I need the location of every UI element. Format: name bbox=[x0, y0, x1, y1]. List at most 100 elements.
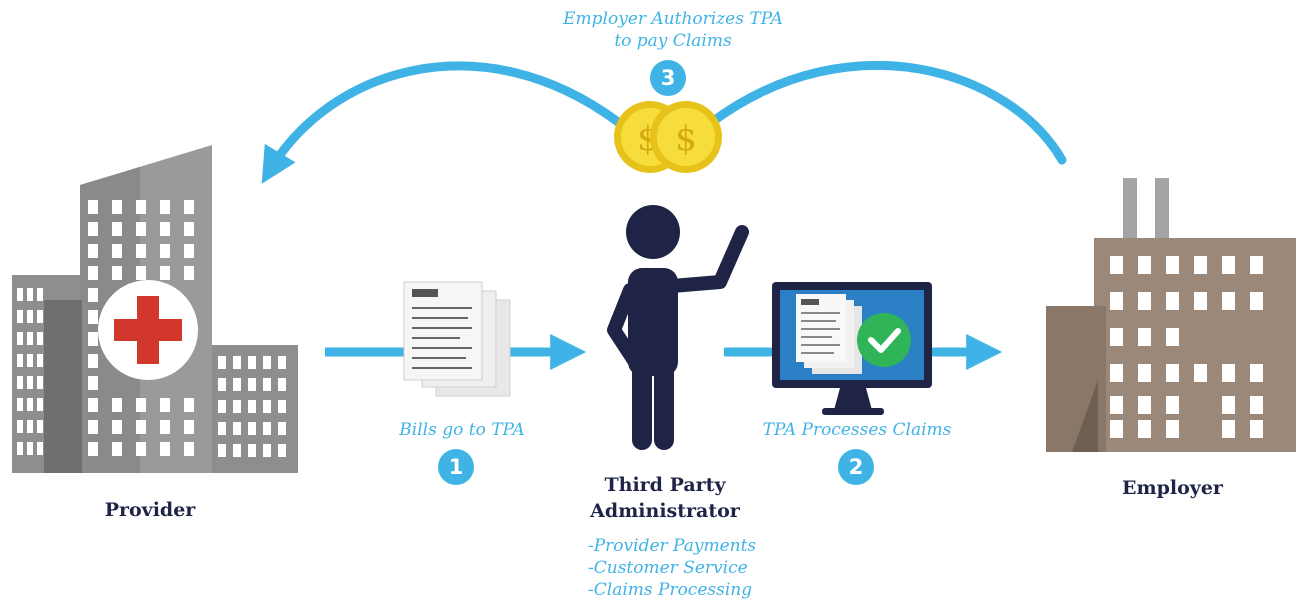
window bbox=[218, 356, 226, 369]
window bbox=[233, 422, 241, 435]
window bbox=[184, 244, 194, 258]
window bbox=[88, 332, 98, 346]
monitor-check-icon bbox=[772, 282, 932, 415]
window bbox=[263, 444, 271, 457]
window bbox=[1138, 256, 1151, 274]
window bbox=[1110, 396, 1123, 414]
window bbox=[184, 266, 194, 280]
window bbox=[278, 422, 286, 435]
window bbox=[1250, 420, 1263, 438]
window bbox=[184, 222, 194, 236]
window bbox=[88, 200, 98, 214]
window bbox=[1166, 256, 1179, 274]
window bbox=[37, 332, 43, 345]
window bbox=[136, 420, 146, 434]
window bbox=[160, 398, 170, 412]
step-2-label: TPA Processes Claims bbox=[762, 420, 952, 440]
window bbox=[184, 398, 194, 412]
window bbox=[27, 332, 33, 345]
window bbox=[37, 442, 43, 455]
window bbox=[1166, 328, 1179, 346]
window bbox=[17, 398, 23, 411]
window bbox=[184, 420, 194, 434]
window bbox=[1138, 292, 1151, 310]
window bbox=[160, 244, 170, 258]
tpa-service-item: -Claims Processing bbox=[588, 580, 753, 600]
window bbox=[17, 376, 23, 389]
window bbox=[112, 420, 122, 434]
window bbox=[1110, 328, 1123, 346]
window bbox=[1222, 364, 1235, 382]
step-3-badge: 3 bbox=[650, 60, 686, 96]
window bbox=[248, 356, 256, 369]
window bbox=[218, 422, 226, 435]
step-1-badge: 1 bbox=[438, 449, 474, 485]
window bbox=[263, 400, 271, 413]
step-3-label: Employer Authorizes TPA to pay Claims bbox=[548, 8, 798, 52]
window bbox=[27, 288, 33, 301]
window bbox=[17, 354, 23, 367]
window bbox=[88, 310, 98, 324]
window bbox=[1194, 256, 1207, 274]
employer-title: Employer bbox=[1122, 477, 1223, 499]
window bbox=[1166, 292, 1179, 310]
step-1-label: Bills go to TPA bbox=[399, 420, 525, 440]
window bbox=[1138, 396, 1151, 414]
window bbox=[263, 378, 271, 391]
window bbox=[248, 378, 256, 391]
window bbox=[88, 376, 98, 390]
window bbox=[278, 400, 286, 413]
window bbox=[1138, 420, 1151, 438]
window bbox=[1250, 292, 1263, 310]
window bbox=[278, 356, 286, 369]
window bbox=[136, 266, 146, 280]
window bbox=[160, 200, 170, 214]
window bbox=[112, 398, 122, 412]
window bbox=[136, 200, 146, 214]
window bbox=[88, 244, 98, 258]
window bbox=[248, 422, 256, 435]
window bbox=[112, 222, 122, 236]
window bbox=[17, 420, 23, 433]
window bbox=[37, 354, 43, 367]
step-3-label-line-1: Employer Authorizes TPA bbox=[563, 9, 783, 29]
window bbox=[136, 244, 146, 258]
provider-title: Provider bbox=[104, 499, 196, 521]
window bbox=[1250, 396, 1263, 414]
window bbox=[136, 442, 146, 456]
window bbox=[233, 378, 241, 391]
hospital-building-icon bbox=[12, 145, 298, 473]
window bbox=[1138, 328, 1151, 346]
window bbox=[88, 398, 98, 412]
step-2-badge: 2 bbox=[838, 449, 874, 485]
window bbox=[278, 444, 286, 457]
window bbox=[248, 400, 256, 413]
window bbox=[233, 444, 241, 457]
tpa-services-list: -Provider Payments -Customer Service -Cl… bbox=[588, 535, 756, 601]
window bbox=[1222, 396, 1235, 414]
window bbox=[263, 356, 271, 369]
window bbox=[1194, 292, 1207, 310]
window bbox=[1166, 420, 1179, 438]
window bbox=[184, 442, 194, 456]
window bbox=[27, 354, 33, 367]
window bbox=[88, 288, 98, 302]
window bbox=[184, 200, 194, 214]
window bbox=[160, 420, 170, 434]
window bbox=[1194, 364, 1207, 382]
window bbox=[27, 442, 33, 455]
window bbox=[218, 444, 226, 457]
svg-text:$: $ bbox=[675, 119, 697, 159]
window bbox=[1110, 364, 1123, 382]
coins-icon: $ $ bbox=[614, 101, 722, 173]
window bbox=[37, 288, 43, 301]
authorization-arc-right bbox=[707, 60, 1067, 165]
window bbox=[1138, 364, 1151, 382]
window bbox=[1222, 256, 1235, 274]
window bbox=[37, 420, 43, 433]
window bbox=[112, 266, 122, 280]
window bbox=[88, 420, 98, 434]
window bbox=[248, 444, 256, 457]
